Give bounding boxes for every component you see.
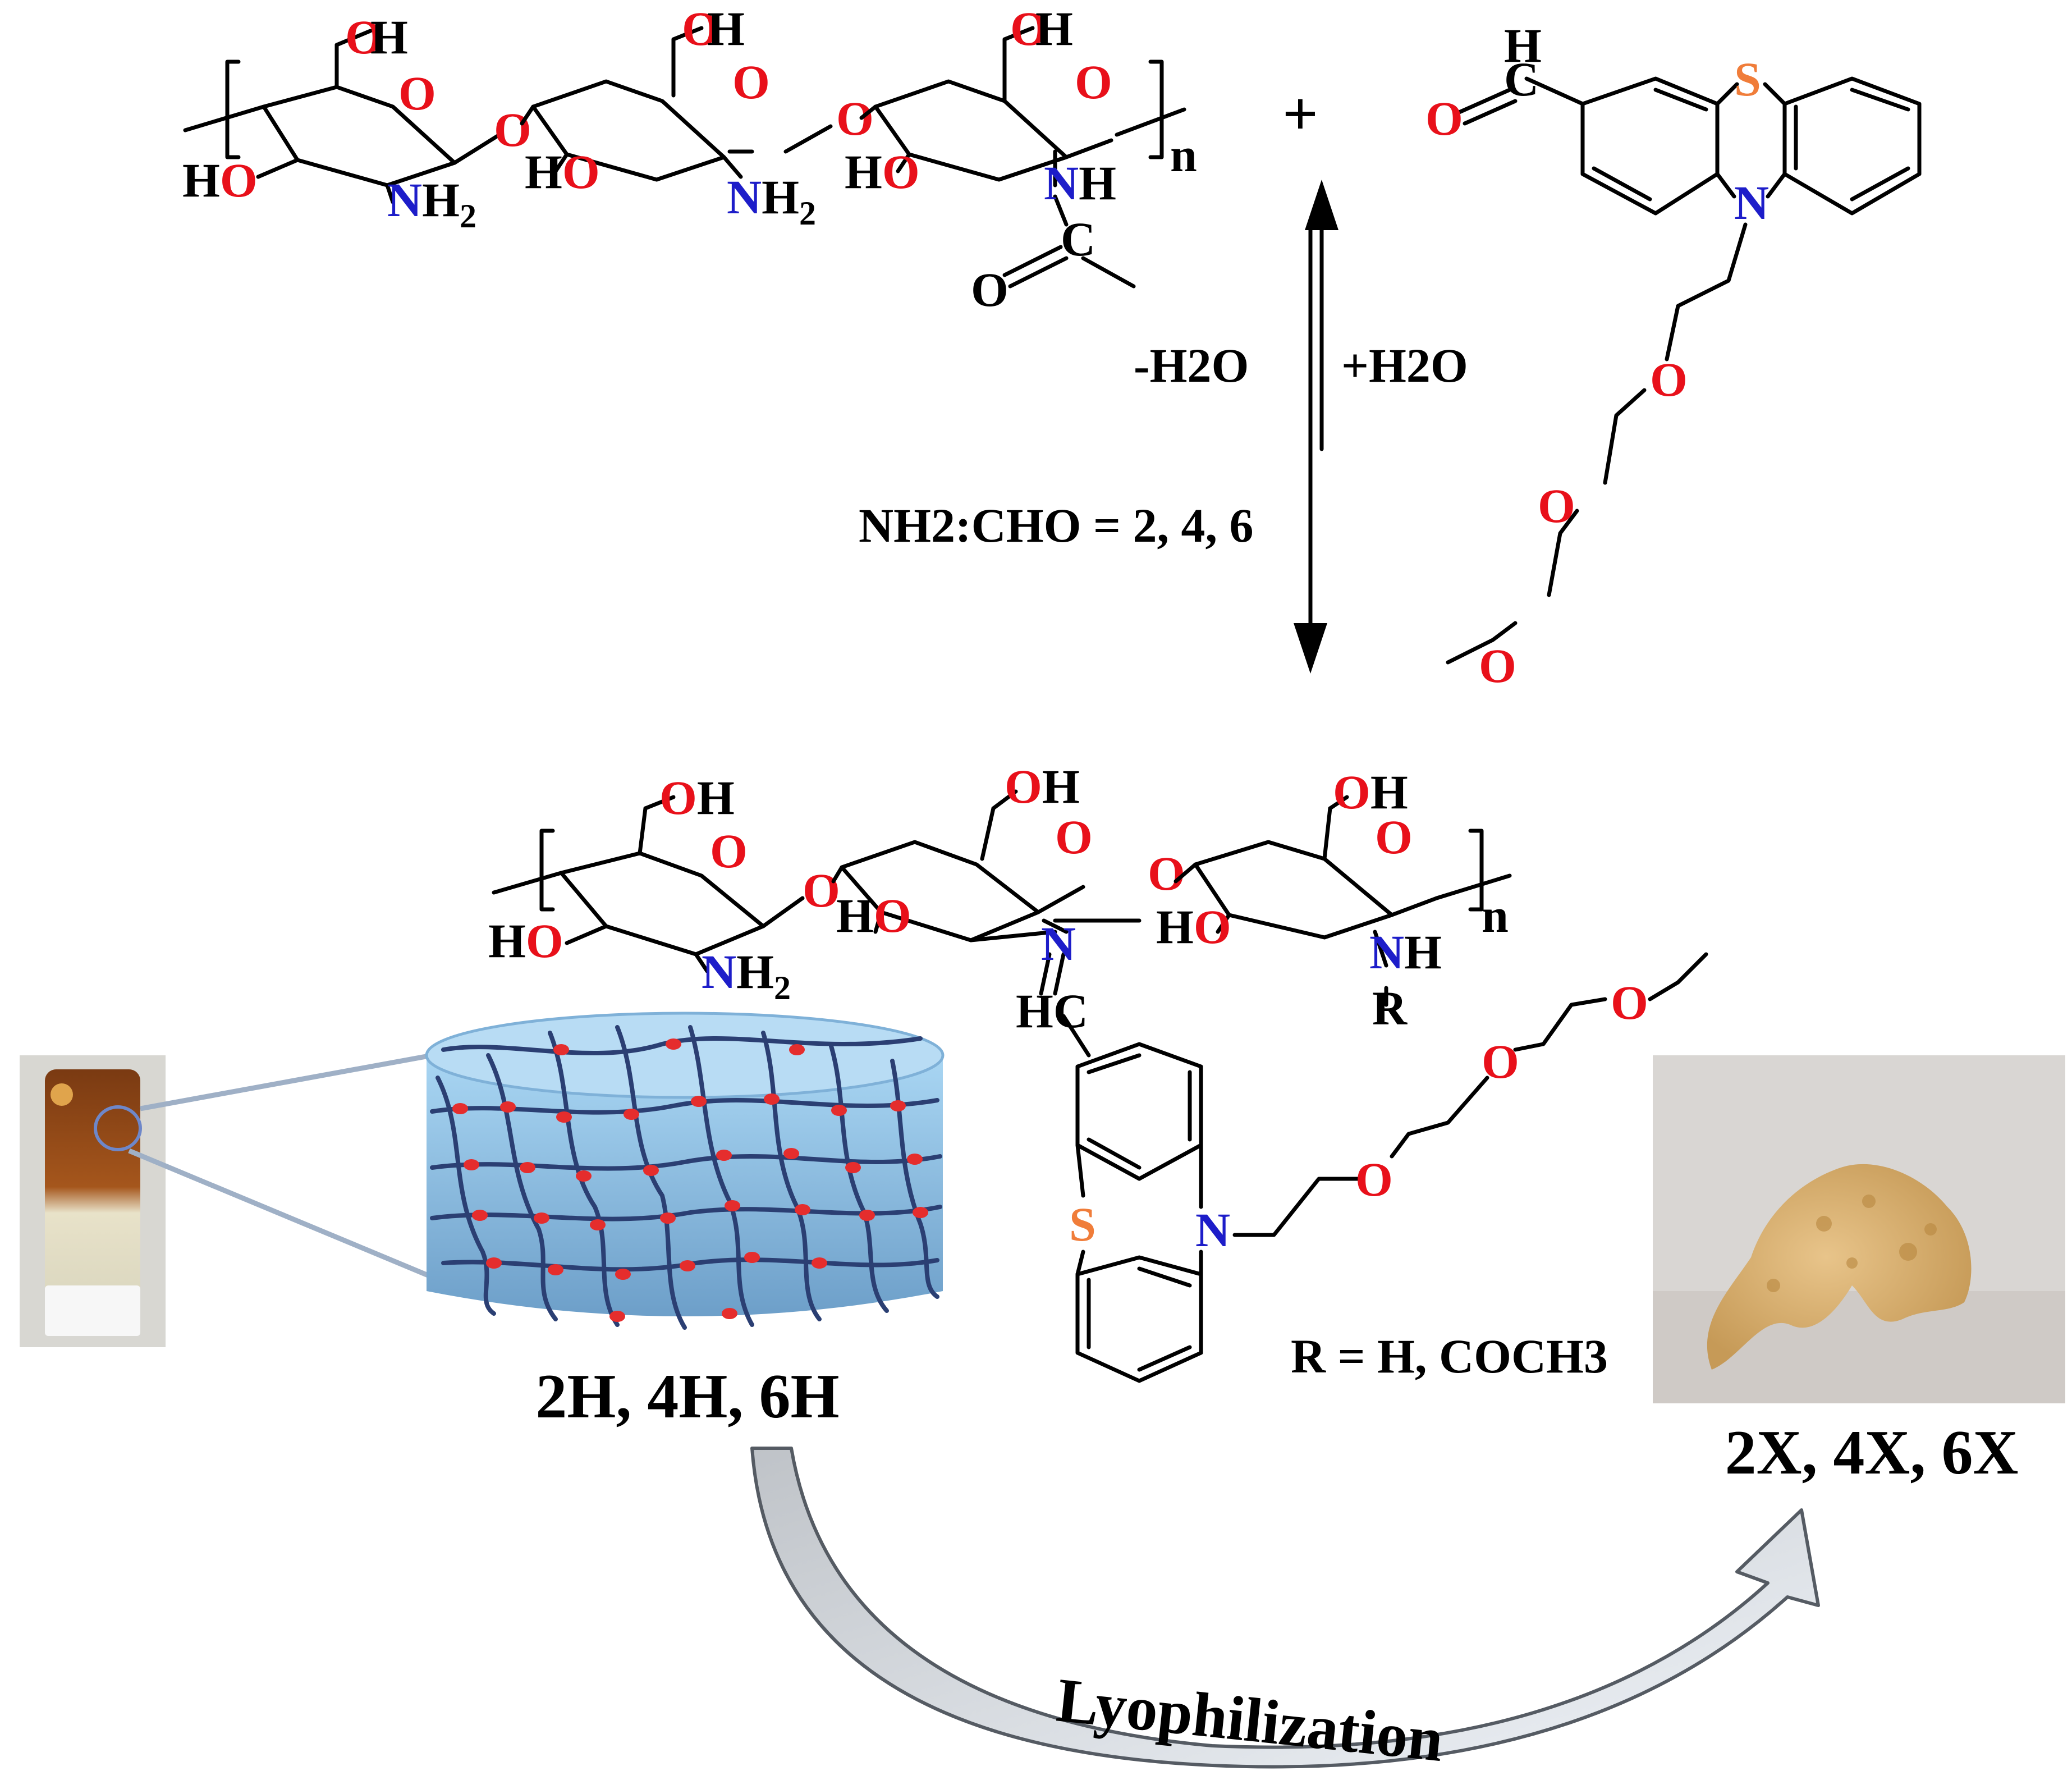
xerogel-label: 2X, 4X, 6X bbox=[1725, 1418, 2019, 1488]
svg-text:O: O bbox=[1479, 639, 1516, 693]
r-definition: R = H, COCH3 bbox=[1291, 1329, 1608, 1383]
svg-text:O: O bbox=[345, 10, 383, 64]
svg-text:C: C bbox=[1061, 212, 1095, 266]
svg-text:NH: NH bbox=[1369, 925, 1442, 979]
svg-text:O: O bbox=[1010, 2, 1048, 56]
svg-text:OH: OH bbox=[1333, 765, 1408, 819]
svg-text:H: H bbox=[1504, 19, 1542, 72]
xerogel-photo bbox=[1653, 1055, 2065, 1403]
svg-text:NH2: NH2 bbox=[727, 170, 816, 232]
ratio-condition: NH2:CHO = 2, 4, 6 bbox=[859, 498, 1254, 552]
svg-text:O: O bbox=[971, 263, 1009, 317]
svg-text:HO: HO bbox=[845, 145, 920, 199]
chitosan-brackets: n bbox=[183, 60, 1197, 182]
svg-text:O: O bbox=[398, 66, 436, 120]
svg-text:O: O bbox=[710, 824, 748, 878]
svg-text:O: O bbox=[1148, 846, 1185, 900]
svg-text:O: O bbox=[1425, 91, 1463, 145]
glucosamine-unit-1: O H O HO NH2 bbox=[182, 10, 502, 235]
svg-text:O: O bbox=[1055, 810, 1093, 864]
svg-text:H: H bbox=[1035, 2, 1073, 56]
svg-text:HO: HO bbox=[182, 153, 258, 207]
svg-text:H: H bbox=[707, 2, 745, 56]
zoom-line-bottom bbox=[128, 1148, 433, 1280]
svg-text:OH: OH bbox=[1005, 759, 1080, 813]
svg-text:NH2: NH2 bbox=[702, 945, 791, 1006]
glucosamine-unit-2: O H O HO NH2 bbox=[520, 2, 816, 232]
svg-text:HC: HC bbox=[1016, 984, 1088, 1038]
phenothiazine-aldehyde: S N H C O O O O bbox=[1425, 19, 1922, 693]
plus-sign: + bbox=[1282, 79, 1318, 149]
svg-text:HO: HO bbox=[836, 889, 911, 942]
hydrogel-vial-photo bbox=[20, 1055, 166, 1347]
repeat-index: n bbox=[1170, 128, 1197, 182]
equilibrium-arrows bbox=[1294, 180, 1338, 674]
svg-text:O: O bbox=[1375, 810, 1413, 864]
chitosan-chain: n O H O HO NH2 O O H O bbox=[182, 2, 1197, 317]
svg-text:HO: HO bbox=[1156, 900, 1231, 954]
condition-plus-water: +H2O bbox=[1341, 338, 1468, 392]
svg-text:O: O bbox=[1611, 976, 1648, 1029]
svg-text:N: N bbox=[1041, 917, 1076, 971]
hydrogel-label: 2H, 4H, 6H bbox=[535, 1362, 839, 1431]
svg-text:O: O bbox=[1355, 1152, 1393, 1206]
svg-text:C: C bbox=[1504, 52, 1539, 106]
svg-text:N: N bbox=[1734, 176, 1769, 230]
svg-text:O: O bbox=[1650, 353, 1688, 406]
acetylglucosamine-unit: O H O HO NH C O bbox=[783, 2, 1136, 317]
glycosidic-oxygen-1: O bbox=[494, 103, 531, 157]
svg-text:O: O bbox=[732, 55, 770, 109]
svg-text:O: O bbox=[1482, 1035, 1519, 1088]
svg-text:H: H bbox=[370, 10, 408, 64]
svg-text:N: N bbox=[1195, 1203, 1230, 1257]
svg-text:R: R bbox=[1372, 981, 1408, 1035]
svg-text:S: S bbox=[1734, 52, 1761, 106]
svg-text:NH: NH bbox=[1044, 156, 1116, 210]
xerogel-sponge bbox=[1707, 1164, 1972, 1370]
svg-text:S: S bbox=[1069, 1197, 1096, 1251]
product-repeat-index: n bbox=[1482, 889, 1509, 942]
condition-minus-water: -H2O bbox=[1134, 338, 1249, 392]
svg-text:OH: OH bbox=[659, 771, 735, 825]
glycosidic-oxygen-2: O bbox=[836, 91, 874, 145]
hydrogel-network bbox=[425, 1012, 945, 1330]
svg-text:O: O bbox=[803, 863, 840, 917]
svg-text:O: O bbox=[682, 2, 719, 56]
svg-text:HO: HO bbox=[525, 145, 600, 199]
svg-text:NH2: NH2 bbox=[387, 173, 476, 235]
svg-text:O: O bbox=[1075, 55, 1112, 109]
zoom-line-top bbox=[140, 1053, 433, 1111]
svg-text:HO: HO bbox=[488, 914, 563, 968]
product-phenothiazine: S N O O O bbox=[1069, 952, 1708, 1383]
svg-text:O: O bbox=[1538, 479, 1575, 533]
product-chain: n OH O HO NH2 O OH O HO N HC O bbox=[488, 759, 1512, 1058]
lyophilization-arrow bbox=[750, 1447, 1820, 1769]
